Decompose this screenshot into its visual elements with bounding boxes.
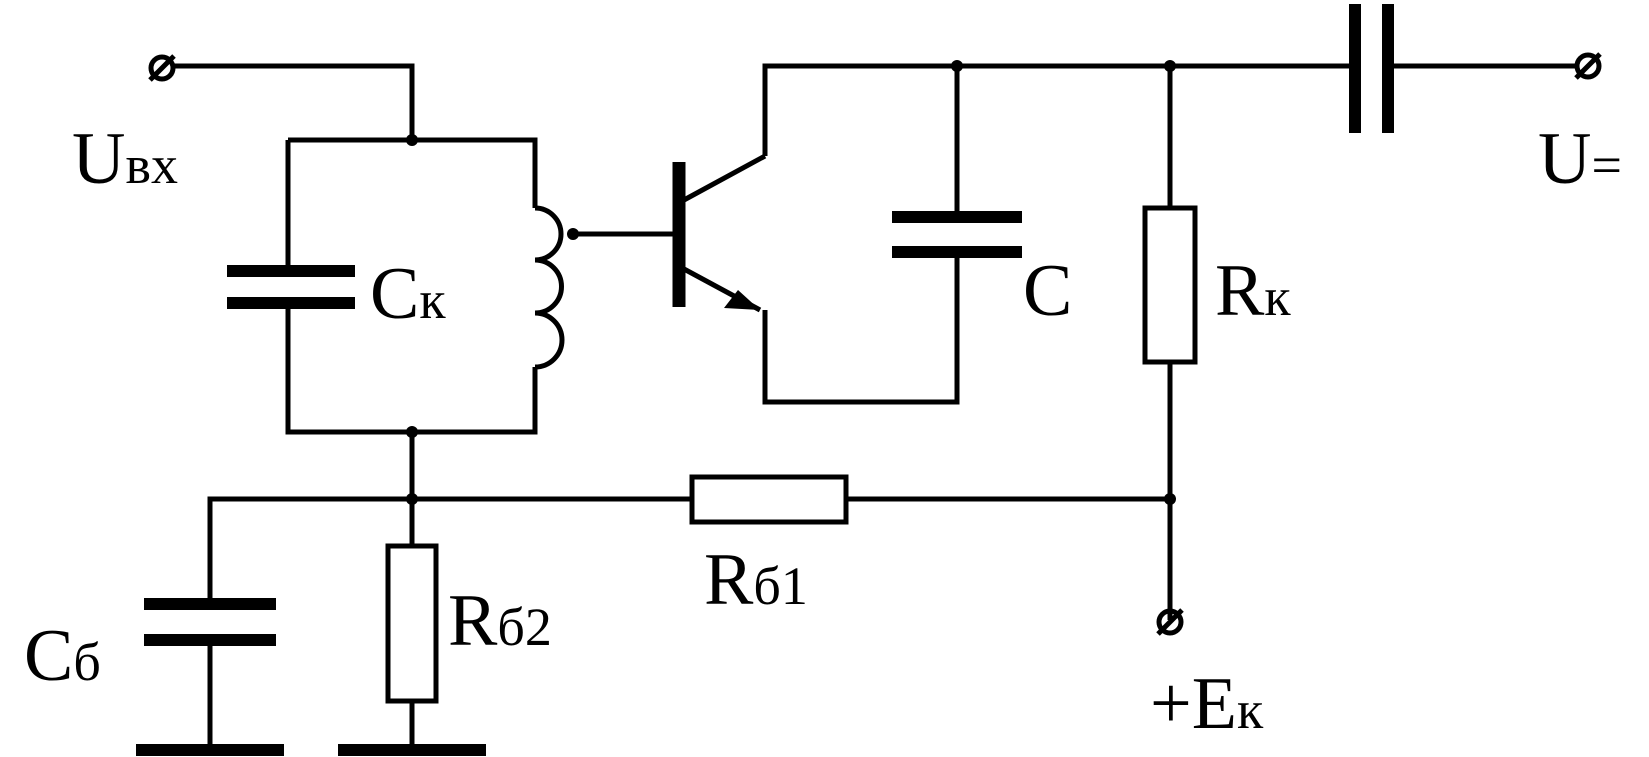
- wire-emitter-loop: [762, 249, 960, 405]
- resistor-rb1: [689, 474, 849, 525]
- label-rk: Rк: [1215, 250, 1291, 332]
- capacitor-ck: [227, 265, 355, 309]
- label-u-out: U=: [1538, 118, 1622, 200]
- junction-dot: [1164, 60, 1176, 72]
- inductor-coil: [534, 205, 565, 370]
- ek-terminal: [1156, 608, 1184, 636]
- transistor: [672, 153, 767, 313]
- wire-input: [173, 63, 415, 140]
- resistor-rk: [1142, 205, 1198, 365]
- junction-dot: [406, 426, 418, 438]
- wire-collector-top: [762, 63, 1351, 156]
- capacitor-cb: [144, 598, 276, 646]
- capacitor-c: [892, 211, 1022, 258]
- junction-dot: [406, 493, 418, 505]
- output-terminal: [1574, 52, 1602, 80]
- label-cb: Cб: [24, 615, 101, 697]
- capacitor-output: [1349, 4, 1394, 133]
- label-rb2: Rб2: [448, 580, 552, 662]
- label-rb1: Rб1: [704, 539, 808, 621]
- label-ck: Cк: [370, 253, 446, 335]
- junction-dot: [1164, 493, 1176, 505]
- label-u-in: Uвх: [72, 118, 178, 200]
- junction-dot: [951, 60, 963, 72]
- wire-bias-left: [207, 496, 412, 606]
- wire-tank-top: [288, 137, 538, 208]
- label-ek: +Eк: [1150, 663, 1264, 745]
- emitter-arrow: [724, 290, 760, 310]
- junction-dot: [567, 228, 579, 240]
- junction-dot: [406, 134, 418, 146]
- label-c: C: [1023, 250, 1072, 332]
